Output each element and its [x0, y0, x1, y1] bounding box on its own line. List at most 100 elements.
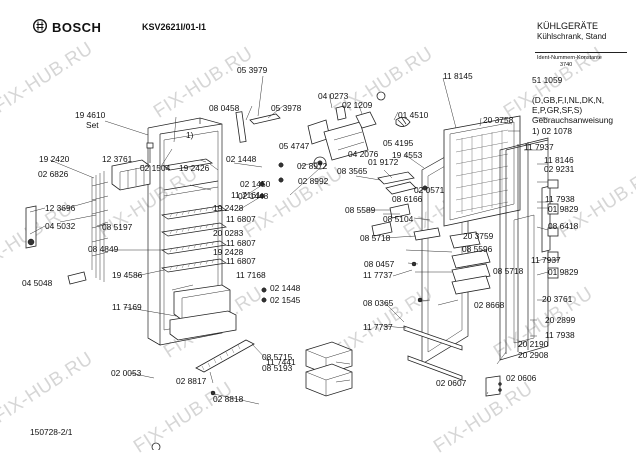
info-countries-2: E,P,GR,SF,S)	[532, 105, 583, 115]
callout: 08 6418	[548, 221, 579, 231]
callout: 20 3761	[542, 294, 573, 304]
callout: 11 7737	[363, 270, 393, 280]
callout: 05 3979	[237, 65, 268, 75]
callout: 19 4610	[75, 110, 106, 120]
callout: 19 2428	[213, 247, 244, 257]
door-assembly	[371, 115, 559, 397]
callout: 05 4747	[279, 141, 310, 151]
callout: 08 5104	[383, 214, 414, 224]
ident-value: 3740	[560, 62, 573, 68]
callout: 20 2908	[518, 350, 549, 360]
callout: 11 7441	[266, 357, 296, 367]
callout: 02 0607	[436, 378, 467, 388]
info-part-number: 51 1059	[532, 75, 563, 85]
bottom-bins	[305, 341, 353, 397]
callout: 01 9829	[548, 204, 579, 214]
callout: 08 5193	[262, 363, 293, 373]
callout: 11 6807	[226, 256, 256, 266]
callout: 20 3759	[463, 231, 494, 241]
model-number: KSV2621I/01-I1	[142, 22, 207, 32]
callout: 02 6826	[38, 169, 69, 179]
callout: 02 1450	[240, 179, 271, 189]
callout: 02 1448	[270, 283, 301, 293]
callout: 08 5589	[345, 205, 376, 215]
callout: 1)	[186, 130, 194, 140]
info-countries-1: (D,GB,F,I,NL,DK,N,	[532, 95, 605, 105]
callout: 08 5718	[360, 233, 391, 243]
ident-underline	[535, 52, 627, 53]
callout: 02 8668	[474, 300, 505, 310]
bosch-logo-icon	[33, 19, 48, 34]
callout: 20 2190	[518, 339, 549, 349]
callout: 08 0458	[209, 103, 240, 113]
callout: 11 8146	[544, 155, 574, 165]
callout: 12 3761	[102, 154, 133, 164]
callout: 05 3978	[271, 103, 302, 113]
callout: 08 5197	[102, 222, 133, 232]
callout: 01 9172	[368, 157, 399, 167]
callout: Set	[86, 120, 99, 130]
callout: 02 8817	[176, 376, 207, 386]
callout: 19 4586	[112, 270, 143, 280]
callout: 11 7938	[545, 194, 575, 204]
callout: 20 3758	[483, 115, 514, 125]
callout: 19 2426	[179, 163, 210, 173]
callout: 19 4553	[392, 150, 423, 160]
callout: 04 5048	[22, 278, 53, 288]
callout: 02 9231	[544, 164, 575, 174]
small-parts	[25, 205, 87, 285]
callout: 20 0283	[213, 228, 244, 238]
callout: 02 1448	[238, 191, 269, 201]
callout: 02 8992	[298, 176, 329, 186]
info-manual-label: Gebrauchsanweisung	[532, 115, 614, 125]
drawing-id: 150728-2/1	[30, 427, 73, 437]
cabinet	[91, 117, 237, 346]
callout: 02 0571	[414, 185, 445, 195]
callout: 01 9829	[548, 267, 579, 277]
callout: 02 0606	[506, 373, 537, 383]
callout: 02 1545	[270, 295, 301, 305]
callout: 04 5032	[45, 221, 76, 231]
callout: 11 7937	[531, 255, 561, 265]
callout: 02 8818	[213, 394, 244, 404]
top-fittings	[235, 91, 428, 303]
callout: 01 4510	[398, 110, 429, 120]
callout: 20 2899	[545, 315, 576, 325]
callout: 08 4849	[88, 244, 119, 254]
callout: 12 3696	[45, 203, 76, 213]
callout: 02 1448	[226, 154, 257, 164]
callout: 02 1504	[140, 163, 171, 173]
callout: 02 0053	[111, 368, 142, 378]
callout: 11 7937	[524, 142, 554, 152]
callout: 11 6807	[226, 238, 256, 248]
subcategory-title: Kühlschrank, Stand	[537, 32, 607, 41]
info-manual-ref: 1) 02 1078	[532, 126, 573, 136]
callout: 02 8972	[297, 161, 328, 171]
callout: 05 4195	[383, 138, 414, 148]
ident-label: Ident-Nummern-Konstante	[537, 55, 602, 61]
callout: 11 7169	[112, 302, 142, 312]
callout: 11 7938	[545, 330, 575, 340]
callout: 08 5718	[493, 266, 524, 276]
plinth-grille	[151, 339, 255, 450]
category-title: KÜHLGERÄTE	[537, 21, 599, 31]
callout: 11 7161	[231, 190, 261, 200]
callout: 08 5596	[462, 244, 493, 254]
callout: 11 6807	[226, 214, 256, 224]
callout: 08 0457	[364, 259, 395, 269]
callout: 11 8145	[443, 71, 473, 81]
callout: 19 2420	[39, 154, 70, 164]
callout: 08 0365	[363, 298, 394, 308]
callout: 08 3565	[337, 166, 368, 176]
callout: 02 1209	[342, 100, 373, 110]
brand-name: BOSCH	[52, 20, 102, 35]
callout: 11 7737	[363, 322, 393, 332]
callout: 11 7168	[236, 270, 266, 280]
callout: 08 6166	[392, 194, 423, 204]
callout: 04 0273	[318, 91, 349, 101]
leader-lines	[29, 75, 549, 405]
callout: 08 5715	[262, 352, 293, 362]
callout: 04 2076	[348, 149, 379, 159]
